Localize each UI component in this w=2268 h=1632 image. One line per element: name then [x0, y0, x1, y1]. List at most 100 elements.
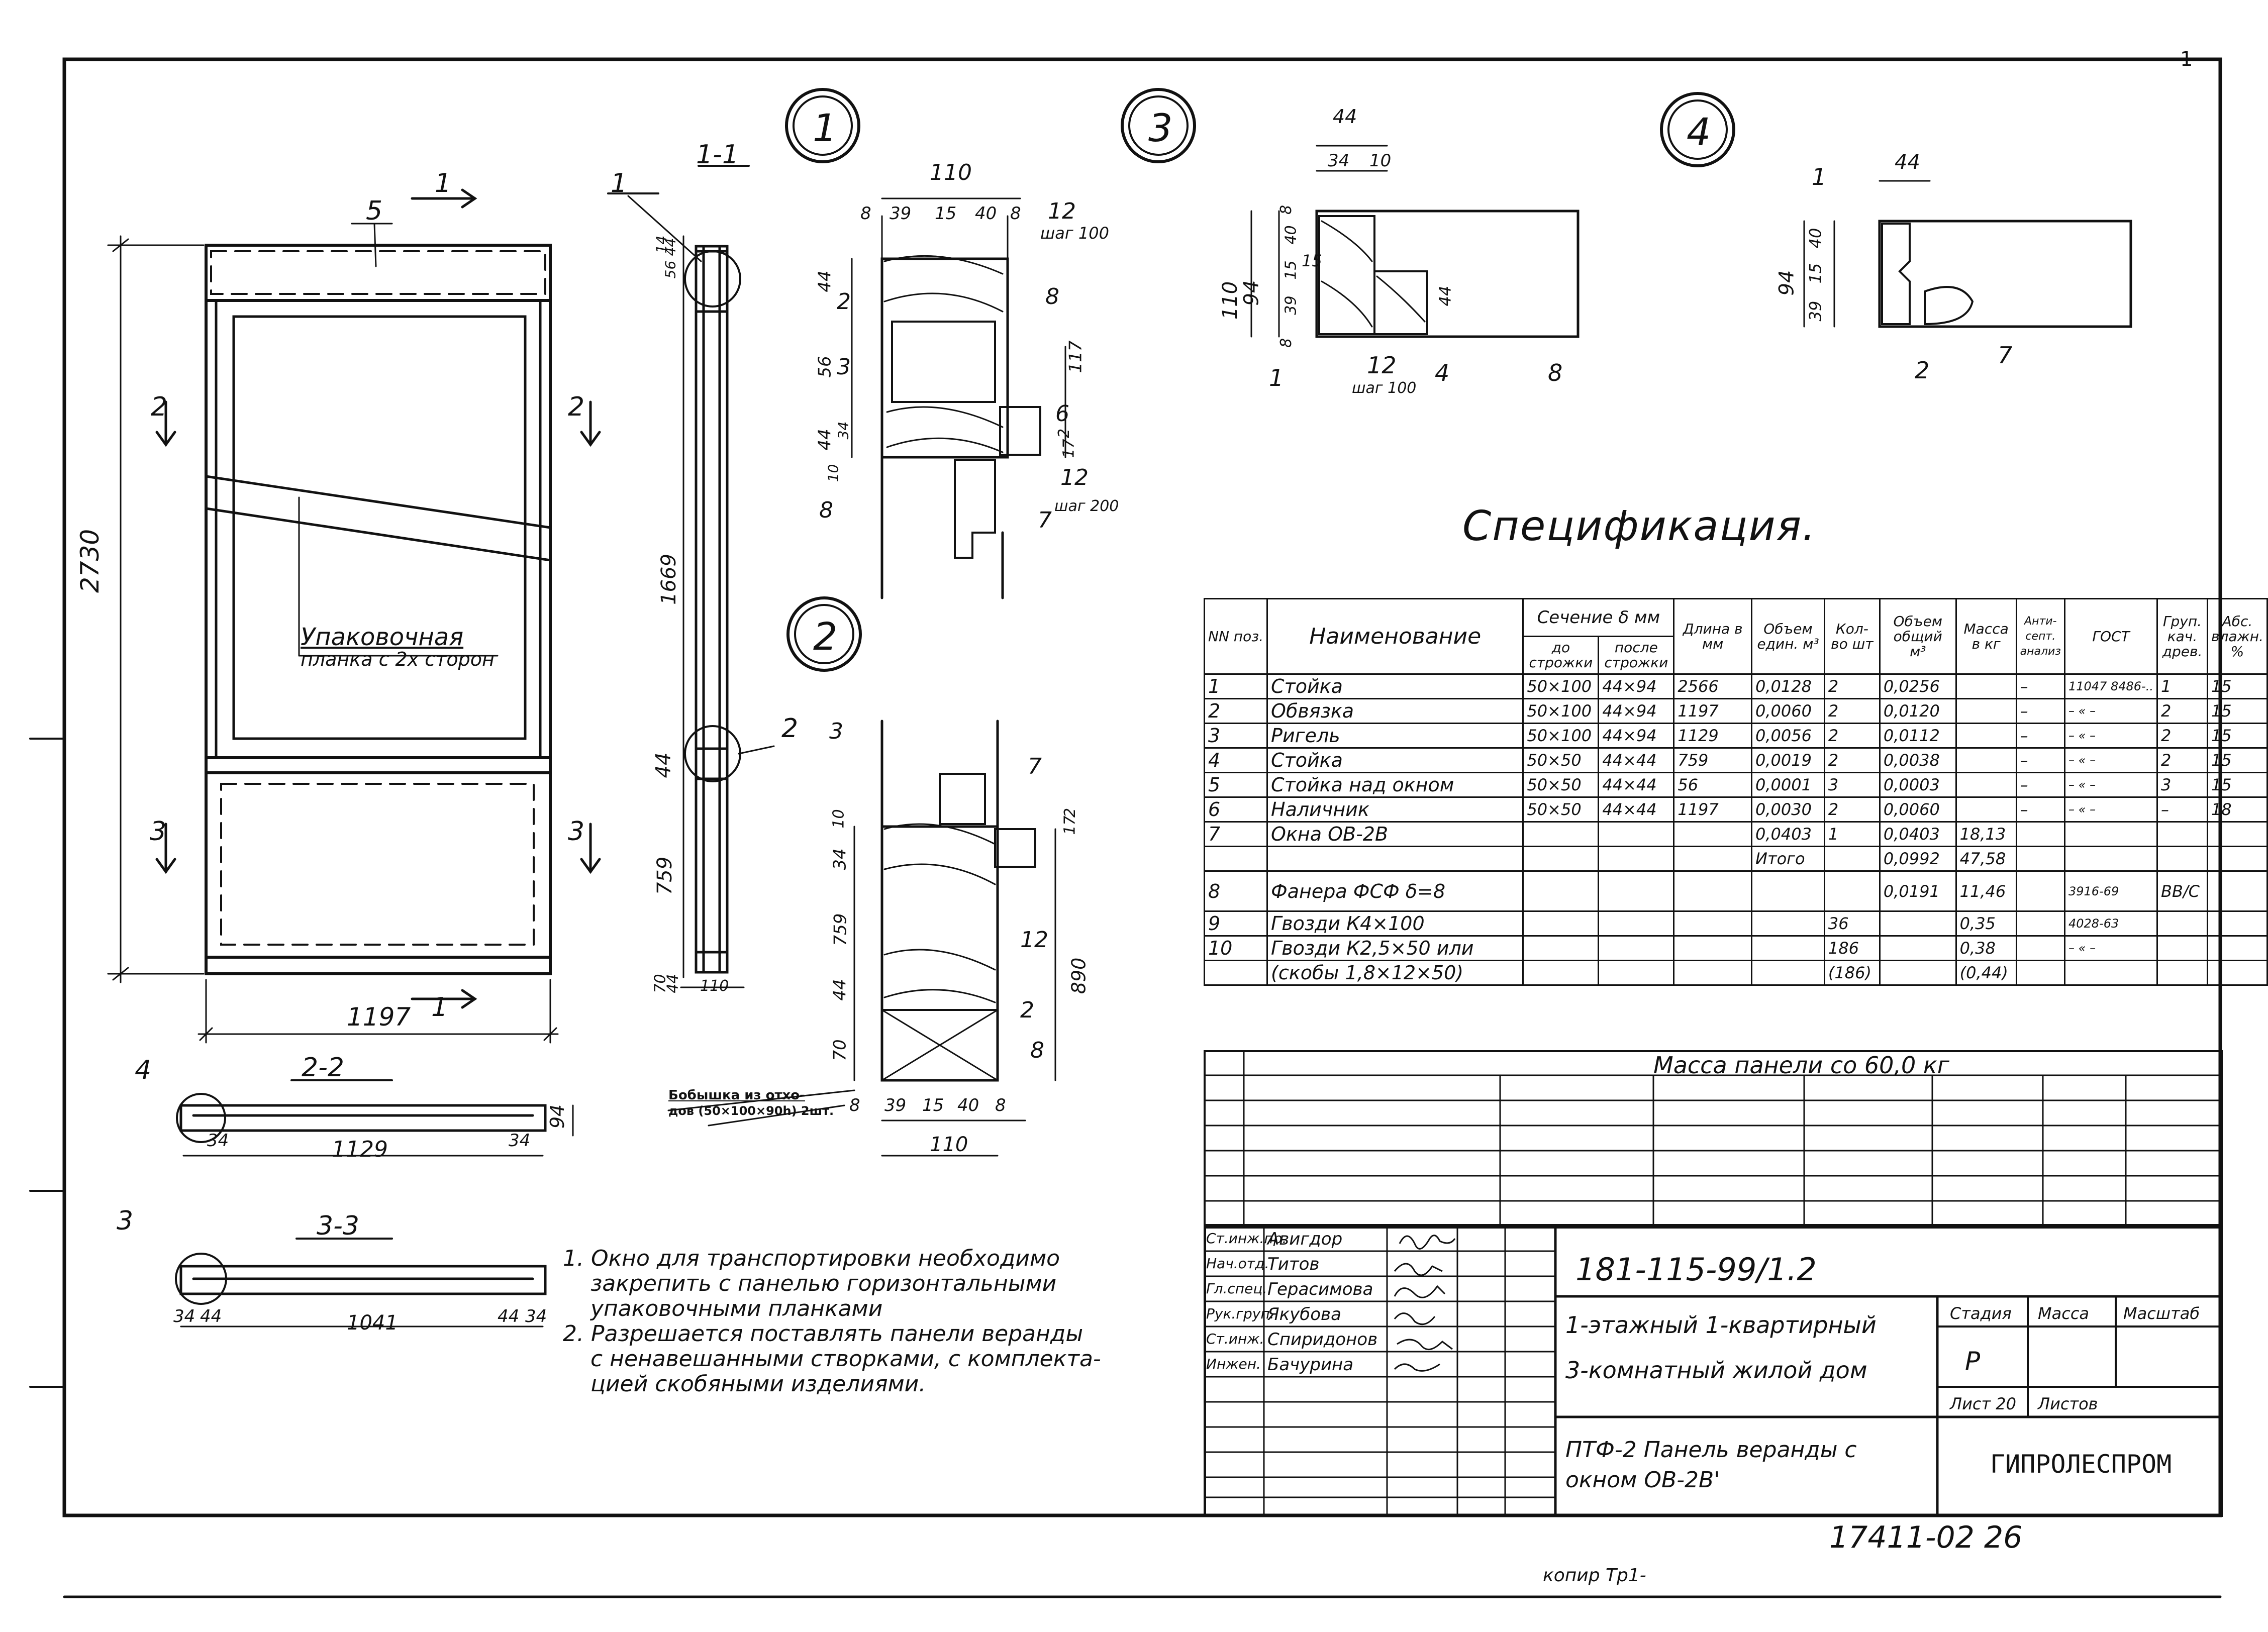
detail-3-callout-44: 44	[1435, 285, 1455, 307]
spec-header-humidity: Абс. влажн. %	[2206, 598, 2268, 675]
spec-cell: 15	[2206, 673, 2268, 699]
detail-3-vdim-40: 40	[1282, 225, 1300, 245]
detail-circle-1-label: 1	[813, 106, 837, 150]
spec-cell	[2156, 846, 2208, 872]
spec-cell: ВВ/С	[2156, 870, 2208, 912]
detail-1-dim-8a: 8	[860, 203, 871, 224]
detail-1-step-200: шаг 200	[1054, 497, 1119, 515]
title-block-role: Рук.груп.	[1206, 1305, 1274, 1322]
spec-cell	[2206, 960, 2268, 986]
detail-2-callout-7: 7	[1028, 754, 1042, 779]
spec-cell	[2206, 935, 2268, 961]
spec-cell: 0,0056	[1751, 723, 1825, 749]
spec-cell: 50×50	[1522, 747, 1600, 773]
spec-cell: 6	[1203, 796, 1268, 823]
detail-1-rdim-17: 17	[1060, 439, 1078, 458]
detail-3-callout-12: 12	[1367, 352, 1397, 379]
packing-plank-label-2: планка с 2х сторон	[301, 648, 495, 670]
detail-4-callout-2: 2	[1915, 357, 1930, 384]
elevation-height-dim: 2730	[75, 529, 105, 593]
spec-cell	[1203, 960, 1268, 986]
spec-table: NN поз. Наименование Сечение δ мм Длина …	[1203, 598, 2268, 986]
archive-number: 17411-02 26	[1829, 1520, 2023, 1555]
spec-cell: 2	[1823, 796, 1881, 823]
spec-cell	[2015, 821, 2066, 847]
spec-cell: –	[2015, 723, 2066, 749]
spec-header-name: Наименование	[1266, 598, 1524, 675]
spec-cell	[1955, 747, 2017, 773]
spec-cell	[1879, 935, 1957, 961]
detail-2-boss-note-1: Бобышка из отхо-	[668, 1088, 805, 1103]
spec-cell	[1751, 960, 1825, 986]
detail-3-callout-8: 8	[1548, 359, 1563, 386]
title-block-person-name: Бачурина	[1267, 1355, 1354, 1375]
elevation-width-dim: 1197	[347, 1002, 411, 1032]
spec-cell: 7	[1203, 821, 1268, 847]
spec-cell: 0,0060	[1751, 698, 1825, 724]
spec-header-mass: Масса в кг	[1955, 598, 2017, 675]
detail-1-vdim-56: 56	[815, 356, 835, 378]
spec-cell	[1598, 960, 1675, 986]
detail-1	[851, 197, 1066, 599]
section-2-2-title: 2-2	[302, 1053, 344, 1083]
spec-cell	[1673, 935, 1753, 961]
spec-cell: – « –	[2064, 796, 2158, 823]
spec-cell: Обвязка	[1266, 698, 1524, 724]
spec-cell: 1	[1203, 673, 1268, 699]
spec-cell: Стойка	[1266, 673, 1524, 699]
spec-cell: – « –	[2064, 935, 2158, 961]
detail-2-callout-8: 8	[1030, 1038, 1044, 1063]
detail-3-dim-110: 110	[1219, 281, 1242, 320]
section-1-1-dim-1669: 1669	[657, 554, 680, 605]
detail-3-dim-94: 94	[1240, 280, 1263, 306]
title-block-person-name: Авигдор	[1267, 1229, 1343, 1249]
spec-cell	[2156, 910, 2208, 937]
section-3-3-dim-34a: 34	[173, 1306, 195, 1327]
spec-cell: 0,0403	[1879, 821, 1957, 847]
spec-cell	[2015, 846, 2066, 872]
detail-3-vdim-8b: 8	[1277, 338, 1296, 348]
elevation-cut-2-right: 2	[568, 392, 585, 422]
detail-3-step-100: шаг 100	[1352, 379, 1417, 397]
spec-cell	[2156, 821, 2208, 847]
spec-cell	[2206, 821, 2268, 847]
spec-cell	[1955, 673, 2017, 699]
detail-1-step-100: шаг 100	[1040, 224, 1109, 243]
detail-2-vdim-759: 759	[830, 913, 851, 946]
spec-cell: – « –	[2064, 723, 2158, 749]
page-number: 1	[2180, 48, 2193, 71]
detail-4-vdim-40: 40	[1806, 228, 1825, 249]
spec-cell: 50×50	[1522, 772, 1600, 798]
section-2-2-callout-4: 4	[135, 1055, 152, 1085]
detail-2	[853, 720, 1056, 1157]
spec-cell: 3	[1203, 723, 1268, 749]
detail-2-vdim-70: 70	[830, 1039, 850, 1061]
section-1-1-dim-759: 759	[653, 856, 677, 895]
spec-header-gost: ГОСТ	[2064, 598, 2158, 675]
spec-cell: (скобы 1,8×12×50)	[1266, 960, 1524, 986]
detail-2-rdim-890: 890	[1067, 957, 1090, 994]
detail-1-vdim-10: 10	[825, 464, 842, 482]
elevation-cut-1-bottom: 1	[431, 992, 448, 1023]
detail-3-vdim-15: 15	[1282, 260, 1300, 280]
detail-3-vdim-39: 39	[1282, 295, 1300, 315]
spec-cell	[1598, 935, 1675, 961]
spec-cell: 44×44	[1598, 772, 1675, 798]
section-2-2-dim-34a: 34	[207, 1131, 229, 1151]
spec-cell: 0,0038	[1879, 747, 1957, 773]
detail-3-callout-4: 4	[1435, 359, 1450, 386]
spec-cell	[1879, 960, 1957, 986]
spec-cell	[1879, 910, 1957, 937]
detail-2-callout-3: 3	[829, 719, 843, 744]
detail-4-dim-44: 44	[1895, 151, 1920, 174]
section-3-3-dim-1041: 1041	[347, 1311, 398, 1335]
detail-3-vdim-8a: 8	[1277, 205, 1296, 215]
detail-1-rdim-117: 117	[1065, 340, 1086, 373]
spec-cell	[2015, 935, 2066, 961]
detail-4-vdim-39: 39	[1806, 300, 1825, 322]
title-block-person-name: Титов	[1267, 1254, 1320, 1274]
spec-cell	[1522, 910, 1600, 937]
